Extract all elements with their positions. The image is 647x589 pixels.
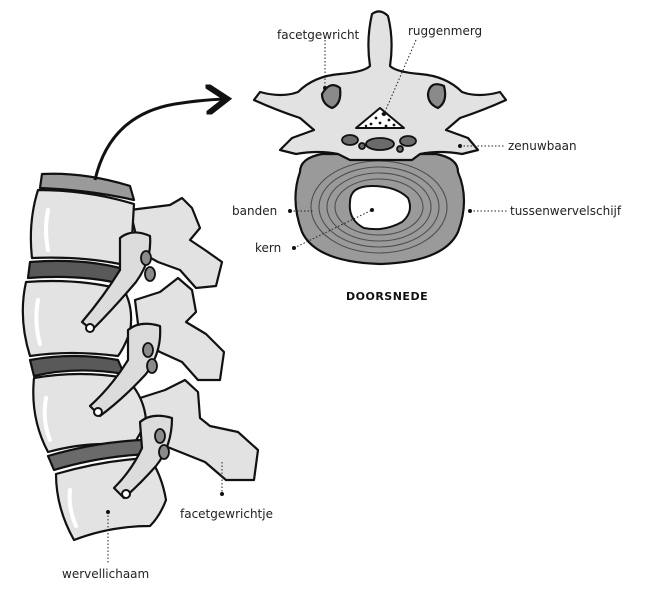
label-facet-joint-small: facetgewrichtje xyxy=(180,507,273,521)
label-nucleus: kern xyxy=(255,241,281,255)
pointer-arrow xyxy=(95,99,224,180)
nucleus-shape xyxy=(350,186,410,229)
label-facet-joint: facetgewricht xyxy=(277,28,359,42)
label-vertebral-body: wervellichaam xyxy=(62,567,149,581)
label-ligaments: banden xyxy=(232,204,277,218)
side-view-spine xyxy=(23,174,258,540)
cross-section-title: DOORSNEDE xyxy=(346,290,428,303)
label-disc: tussenwervelschijf xyxy=(510,204,621,218)
label-spinal-cord: ruggenmerg xyxy=(408,24,482,38)
cross-section xyxy=(254,11,506,264)
label-nerve-path: zenuwbaan xyxy=(508,139,577,153)
